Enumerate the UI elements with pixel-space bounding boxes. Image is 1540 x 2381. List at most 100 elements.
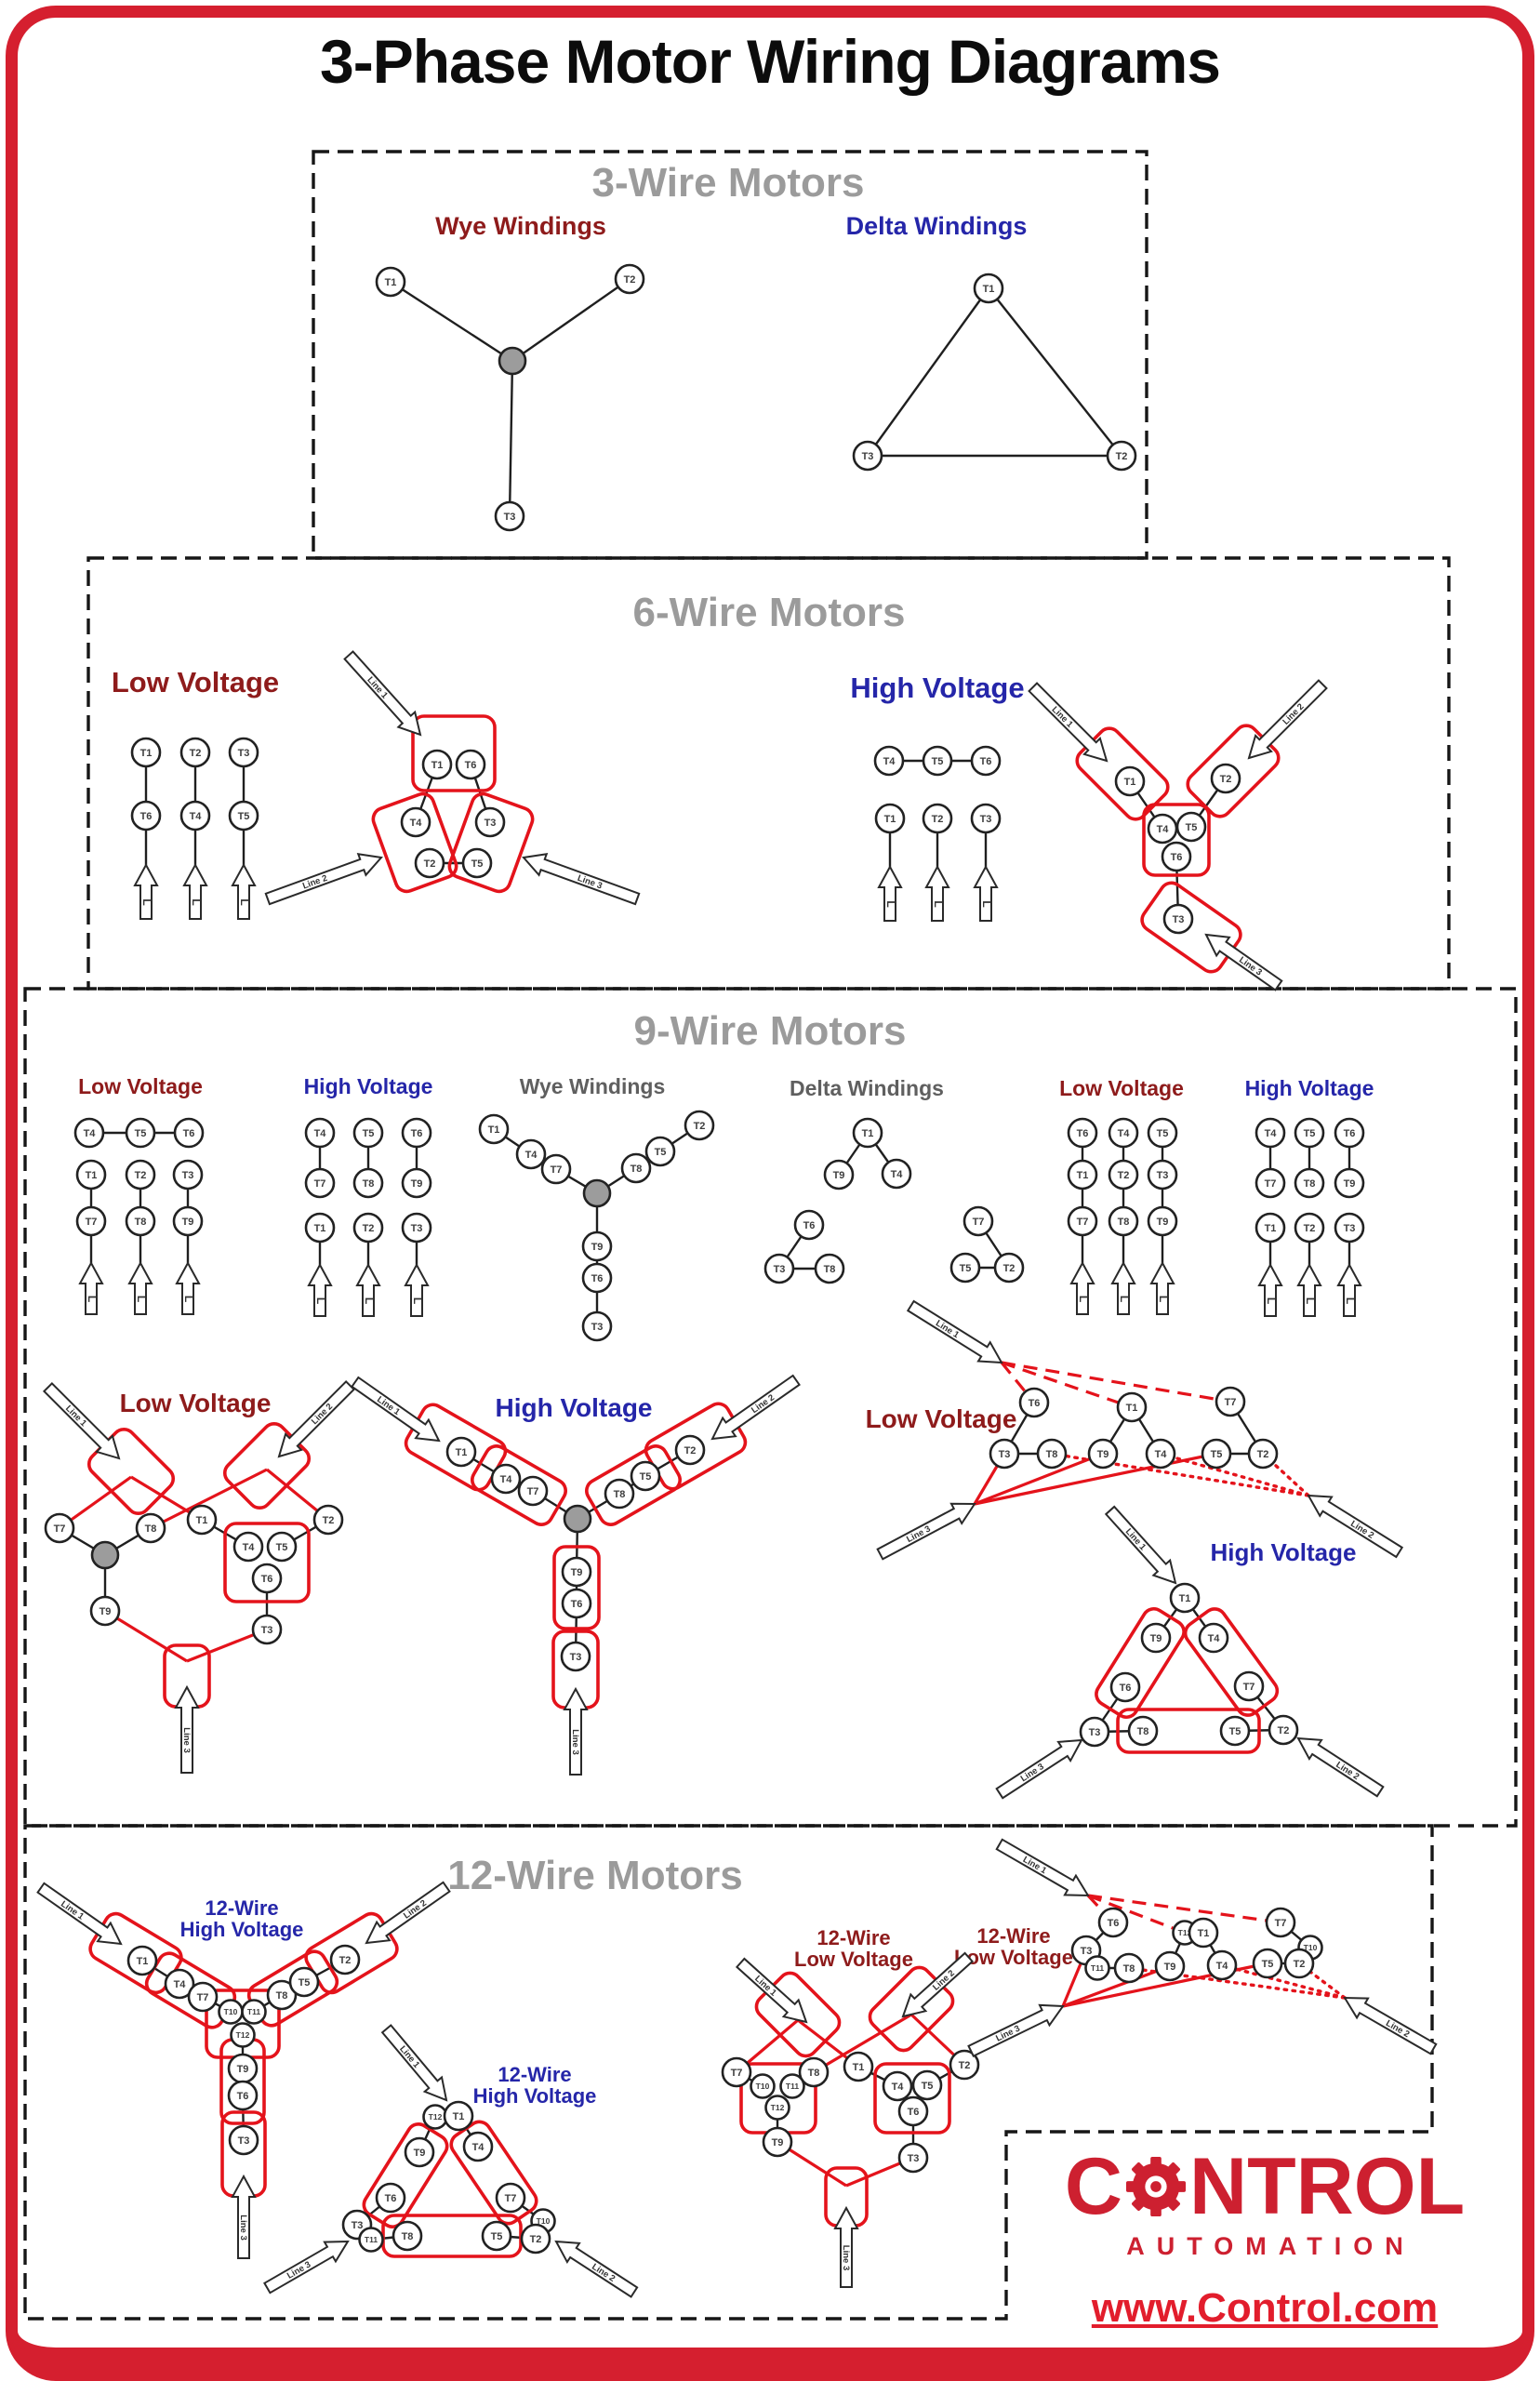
- diagram-label: 12-Wire: [976, 1924, 1050, 1948]
- line-arrow: Line 2: [554, 2240, 639, 2298]
- terminal-node: [1294, 1117, 1325, 1149]
- arrow-shape: [355, 1262, 381, 1317]
- arrow-shape: [735, 1957, 808, 2024]
- terminal-node: [1334, 1117, 1365, 1149]
- terminal-node: [1154, 1950, 1186, 1982]
- terminal-node: [949, 2049, 980, 2081]
- terminal-label: T2: [135, 1170, 147, 1181]
- terminal-label: T3: [980, 814, 992, 825]
- terminal-label: T3: [261, 1625, 273, 1636]
- terminal-label: T5: [960, 1263, 972, 1274]
- jumper-box: [449, 2120, 538, 2226]
- terminal-node: [581, 1230, 613, 1262]
- line-arrow: Line 3: [1204, 933, 1283, 991]
- terminal-node: [540, 1153, 572, 1185]
- diagram-label: 12-Wire: [816, 1926, 890, 1949]
- terminal-label: T6: [1171, 852, 1183, 863]
- terminal-node: [614, 263, 645, 295]
- jumper-box: [1095, 1606, 1186, 1720]
- terminal-node: [897, 2095, 929, 2127]
- terminal-node: [288, 1966, 320, 1998]
- terminal-node: [1067, 1159, 1098, 1190]
- terminal-label: T8: [1304, 1178, 1316, 1190]
- terminal-node: [1255, 1212, 1286, 1244]
- terminal-node: [1162, 903, 1194, 935]
- terminal-label: T7: [314, 1178, 326, 1190]
- terminal-node: [173, 1117, 205, 1149]
- terminal-node: [1108, 1159, 1139, 1190]
- terminal-node: [401, 1117, 432, 1149]
- terminal-label: T8: [1123, 1963, 1135, 1975]
- jumper-box: [552, 1545, 601, 1630]
- page-title: 3-Phase Motor Wiring Diagrams: [320, 27, 1221, 96]
- terminal-node: [495, 2182, 526, 2214]
- terminal-label: T1: [1126, 1403, 1138, 1414]
- terminal-label: T5: [363, 1128, 375, 1139]
- line-arrow: Line 1: [1028, 682, 1109, 763]
- terminal-label: T9: [1097, 1449, 1109, 1460]
- terminal-node: [823, 1159, 855, 1190]
- arrow-label: L: [980, 900, 993, 907]
- arrow-shape: [404, 1262, 430, 1317]
- line-arrow: Line 1: [1104, 1505, 1177, 1585]
- terminal-label: T3: [238, 748, 250, 759]
- terminal-label: T10: [1304, 1943, 1318, 1952]
- winding-wire: [988, 287, 1122, 457]
- terminal-node: [172, 1205, 204, 1237]
- line-arrow: L: [1069, 1260, 1095, 1315]
- jumper-box: [1116, 1708, 1261, 1754]
- terminal-node: [400, 806, 431, 838]
- terminal-label: T2: [363, 1223, 375, 1234]
- terminal-node: [520, 2223, 551, 2255]
- line-arrow: Line 2: [1296, 1736, 1385, 1798]
- terminal-label: T4: [190, 811, 203, 822]
- arrow-label: L: [1118, 1296, 1131, 1302]
- line-arrow: Line 3: [231, 2174, 257, 2259]
- terminal-label: T7: [527, 1486, 539, 1497]
- line-arrow: L: [1257, 1262, 1283, 1317]
- terminal-node: [674, 1434, 706, 1466]
- terminal-label: T3: [999, 1449, 1011, 1460]
- terminal-label: T8: [145, 1523, 157, 1535]
- terminal-node: [179, 737, 211, 768]
- logo-letter-c: C: [1064, 2142, 1122, 2231]
- terminal-label: T9: [1164, 1962, 1176, 1973]
- terminal-label: T4: [883, 756, 896, 767]
- terminal-label: T2: [339, 1955, 352, 1966]
- section-border: [86, 556, 1451, 991]
- terminal-node: [1147, 1117, 1178, 1149]
- terminal-label: T2: [1116, 451, 1128, 462]
- terminal-label: T1: [884, 814, 896, 825]
- winding-wire: [867, 287, 989, 457]
- terminal-label: T5: [491, 2231, 503, 2242]
- diagram-label: Low Voltage: [120, 1389, 272, 1417]
- terminal-label: T7: [86, 1217, 98, 1228]
- line-arrow: L: [127, 1260, 153, 1315]
- terminal-label: T3: [1089, 1727, 1101, 1738]
- terminal-node: [474, 806, 506, 838]
- diagram-label: Wye Windings: [435, 212, 606, 240]
- terminal-label: T9: [237, 2064, 249, 2075]
- diagram-label: Low Voltage: [954, 1946, 1073, 1969]
- terminal-node: [304, 1167, 336, 1199]
- terminal-node: [75, 1159, 107, 1190]
- terminal-node: [1145, 1438, 1176, 1470]
- arrow-shape: [1069, 1260, 1095, 1315]
- terminal-node: [125, 1205, 156, 1237]
- terminal-node: [1108, 1205, 1139, 1237]
- terminal-label: T5: [1304, 1128, 1316, 1139]
- terminal-node: [1109, 1671, 1141, 1703]
- terminal-node: [130, 800, 162, 831]
- arrow-label: L: [1265, 1297, 1278, 1304]
- arrow-label: Line 3: [238, 2215, 248, 2240]
- terminal-label: T7: [1265, 1178, 1277, 1190]
- terminal-node: [989, 1438, 1020, 1470]
- arrow-shape: [343, 650, 422, 737]
- neutral-node: [582, 1178, 612, 1208]
- website-link[interactable]: www.Control.com: [1091, 2285, 1439, 2331]
